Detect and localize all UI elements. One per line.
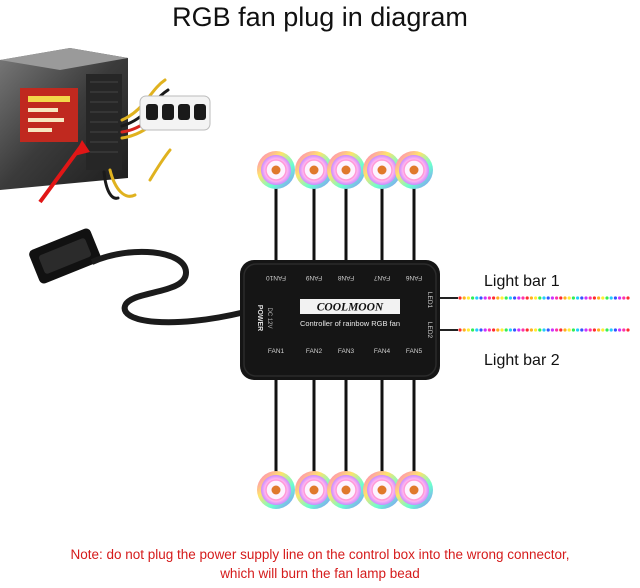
controller-body	[240, 260, 440, 380]
diagram-title: RGB fan plug in diagram	[172, 2, 468, 32]
light-bar-1	[440, 296, 630, 300]
power-label: POWER	[256, 305, 263, 331]
warning-note-line-2: which will burn the fan lamp bead	[220, 566, 420, 581]
port-label-top-2: FAN9	[305, 274, 322, 281]
fan-top-5	[395, 151, 433, 189]
fan-top-3	[327, 151, 365, 189]
red-arrow-head	[74, 140, 90, 156]
fan-bottom-4	[363, 471, 401, 509]
fan-top-4	[363, 151, 401, 189]
port-label-bottom-2: FAN2	[306, 348, 323, 355]
fan-wires	[274, 188, 416, 472]
port-label-top-3: FAN8	[337, 274, 354, 281]
fan-top-2	[295, 151, 333, 189]
molex-plug-psu	[139, 95, 211, 131]
fan-bottom-3-hub	[341, 485, 351, 495]
port-label-top-1: FAN10	[266, 274, 286, 281]
port-label-bottom-5: FAN5	[406, 348, 423, 355]
light-bar-2	[440, 328, 630, 332]
port-label-bottom-4: FAN4	[374, 348, 391, 355]
light-bar-1-label: Light bar 1	[484, 273, 560, 290]
led-port-label-1: LED1	[426, 292, 433, 309]
fan-bottom-1	[257, 471, 295, 509]
top-port-labels: FAN10 FAN9 FAN8 FAN7 FAN6	[266, 274, 422, 281]
fan-bottom-2	[295, 471, 333, 509]
light-bar-2-label: Light bar 2	[484, 352, 560, 369]
brand-plate	[300, 299, 400, 314]
fan-bottom-1-hub	[271, 485, 281, 495]
fan-bottom-5	[395, 471, 433, 509]
fan-bottom-4-hub	[377, 485, 387, 495]
port-label-bottom-3: FAN3	[338, 348, 355, 355]
light-bars	[440, 296, 630, 332]
psu-top	[0, 48, 128, 70]
fan-top-2-hub	[309, 165, 319, 175]
port-label-top-4: FAN7	[373, 274, 390, 281]
port-label-bottom-1: FAN1	[268, 348, 285, 355]
molex-connector	[29, 228, 101, 284]
fan-bottom-3	[327, 471, 365, 509]
power-cable	[90, 248, 246, 326]
power-voltage-label: DC 12V	[266, 307, 272, 328]
brand-text: COOLMOON	[317, 302, 384, 314]
fan-bottom-5-hub	[409, 485, 419, 495]
fan-top-3-hub	[341, 165, 351, 175]
fan-top-5-hub	[409, 165, 419, 175]
fan-top-1-hub	[271, 165, 281, 175]
warning-note: Note: do not plug the power supply line …	[0, 545, 640, 583]
port-label-top-5: FAN6	[405, 274, 422, 281]
power-supply	[0, 48, 211, 204]
fans-top-row	[257, 151, 433, 189]
fan-bottom-2-hub	[309, 485, 319, 495]
controller-box: COOLMOON Controller of rainbow RGB fan P…	[240, 260, 440, 380]
bottom-port-labels: FAN1 FAN2 FAN3 FAN4 FAN5	[268, 348, 423, 355]
led-port-label-2: LED2	[426, 322, 433, 339]
fan-top-1	[257, 151, 295, 189]
warning-note-line-1: Note: do not plug the power supply line …	[70, 547, 570, 562]
controller-subtitle: Controller of rainbow RGB fan	[300, 319, 400, 328]
fan-top-4-hub	[377, 165, 387, 175]
fans-bottom-row	[257, 471, 433, 509]
